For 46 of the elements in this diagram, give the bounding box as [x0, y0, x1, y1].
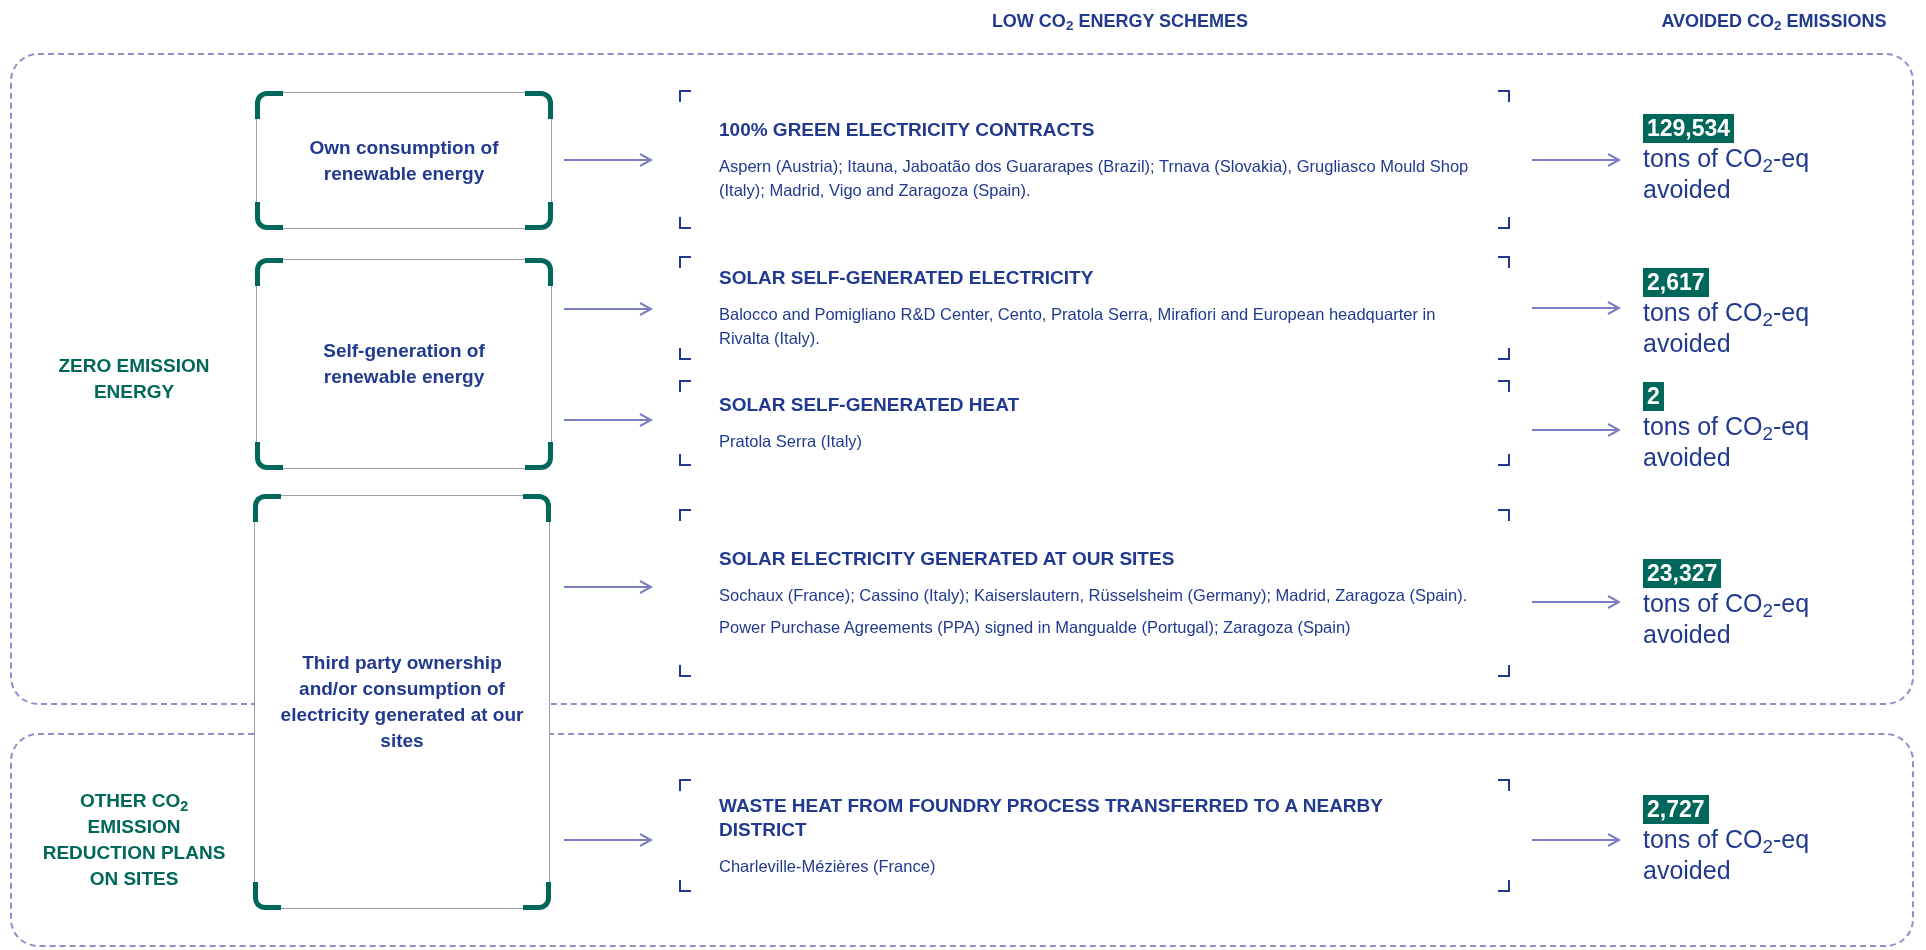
- arrow: [563, 580, 652, 594]
- scheme-description: Pratola Serra (Italy): [719, 431, 864, 452]
- value-badge: 2: [1643, 382, 1664, 411]
- column-header: AVOIDED CO$_{2}$ EMISSIONS: [1661, 11, 1887, 31]
- arrow: [563, 302, 652, 316]
- scheme-box: [679, 509, 1510, 677]
- category-label: Self-generation of renewable energy: [322, 339, 486, 389]
- value-badge: 2,727: [1643, 795, 1709, 824]
- category-box: [256, 92, 552, 229]
- value-unit: tons of CO$_{2}$-eq avoided: [1643, 824, 1811, 886]
- arrow: [563, 833, 652, 847]
- arrow: [1531, 153, 1620, 167]
- scheme-box: [679, 256, 1510, 360]
- scheme-description: Sochaux (France); Cassino (Italy); Kaiserslautern, Rüsselsheim (Germany); Madrid, Zaragoza (Spain).: [719, 585, 1469, 606]
- scheme-heading: 100% GREEN ELECTRICITY CONTRACTS: [719, 117, 1096, 142]
- value-badge: 129,534: [1643, 114, 1735, 143]
- scheme-heading: SOLAR SELF-GENERATED ELECTRICITY: [719, 266, 1095, 290]
- group-label: OTHER CO$_{2}$ EMISSION REDUCTION PLANS ON SITES: [41, 789, 227, 891]
- scheme-description: Charleville-Mézières (France): [719, 855, 937, 877]
- category-label: Third party ownership and/or consumption of electricity generated at our sites: [279, 651, 525, 753]
- group-label: ZERO EMISSION ENERGY: [57, 354, 211, 404]
- arrow: [1531, 595, 1620, 609]
- value-unit: tons of CO$_{2}$-eq avoided: [1643, 588, 1811, 650]
- category-box: [254, 495, 550, 909]
- scheme-heading: WASTE HEAT FROM FOUNDRY PROCESS TRANSFERRED TO A NEARBY DISTRICT: [719, 793, 1384, 842]
- value-unit: tons of CO$_{2}$-eq avoided: [1643, 411, 1811, 473]
- scheme-heading: SOLAR SELF-GENERATED HEAT: [719, 393, 1021, 417]
- category-box: [256, 259, 552, 469]
- arrow: [563, 153, 652, 167]
- value-badge: 23,327: [1643, 559, 1722, 588]
- scheme-box: [679, 380, 1510, 466]
- value-unit: tons of CO$_{2}$-eq avoided: [1643, 297, 1811, 359]
- scheme-box: [679, 779, 1510, 892]
- scheme-description: Power Purchase Agreements (PPA) signed in Mangualde (Portugal); Zaragoza (Spain): [719, 617, 1352, 638]
- column-header: LOW CO$_{2}$ ENERGY SCHEMES: [991, 11, 1249, 31]
- scheme-box: [679, 90, 1510, 229]
- scheme-description: Balocco and Pomigliano R&D Center, Cento, Pratola Serra, Mirafiori and European headquarter in Rivalta (Italy).: [719, 304, 1437, 349]
- value-badge: 2,617: [1643, 268, 1709, 297]
- arrow: [563, 413, 652, 427]
- scheme-description: Aspern (Austria); Itauna, Jaboatão dos Guararapes (Brazil); Trnava (Slovakia), Grugliasco Mould Shop (Italy); Madrid, Vigo and Zaragoza (Spain).: [719, 155, 1470, 201]
- arrow: [1531, 833, 1620, 847]
- category-label: Own consumption of renewable energy: [308, 135, 500, 186]
- scheme-heading: SOLAR ELECTRICITY GENERATED AT OUR SITES: [719, 547, 1176, 571]
- value-unit: tons of CO$_{2}$-eq avoided: [1643, 143, 1811, 205]
- arrow: [1531, 423, 1620, 437]
- arrow: [1531, 301, 1620, 315]
